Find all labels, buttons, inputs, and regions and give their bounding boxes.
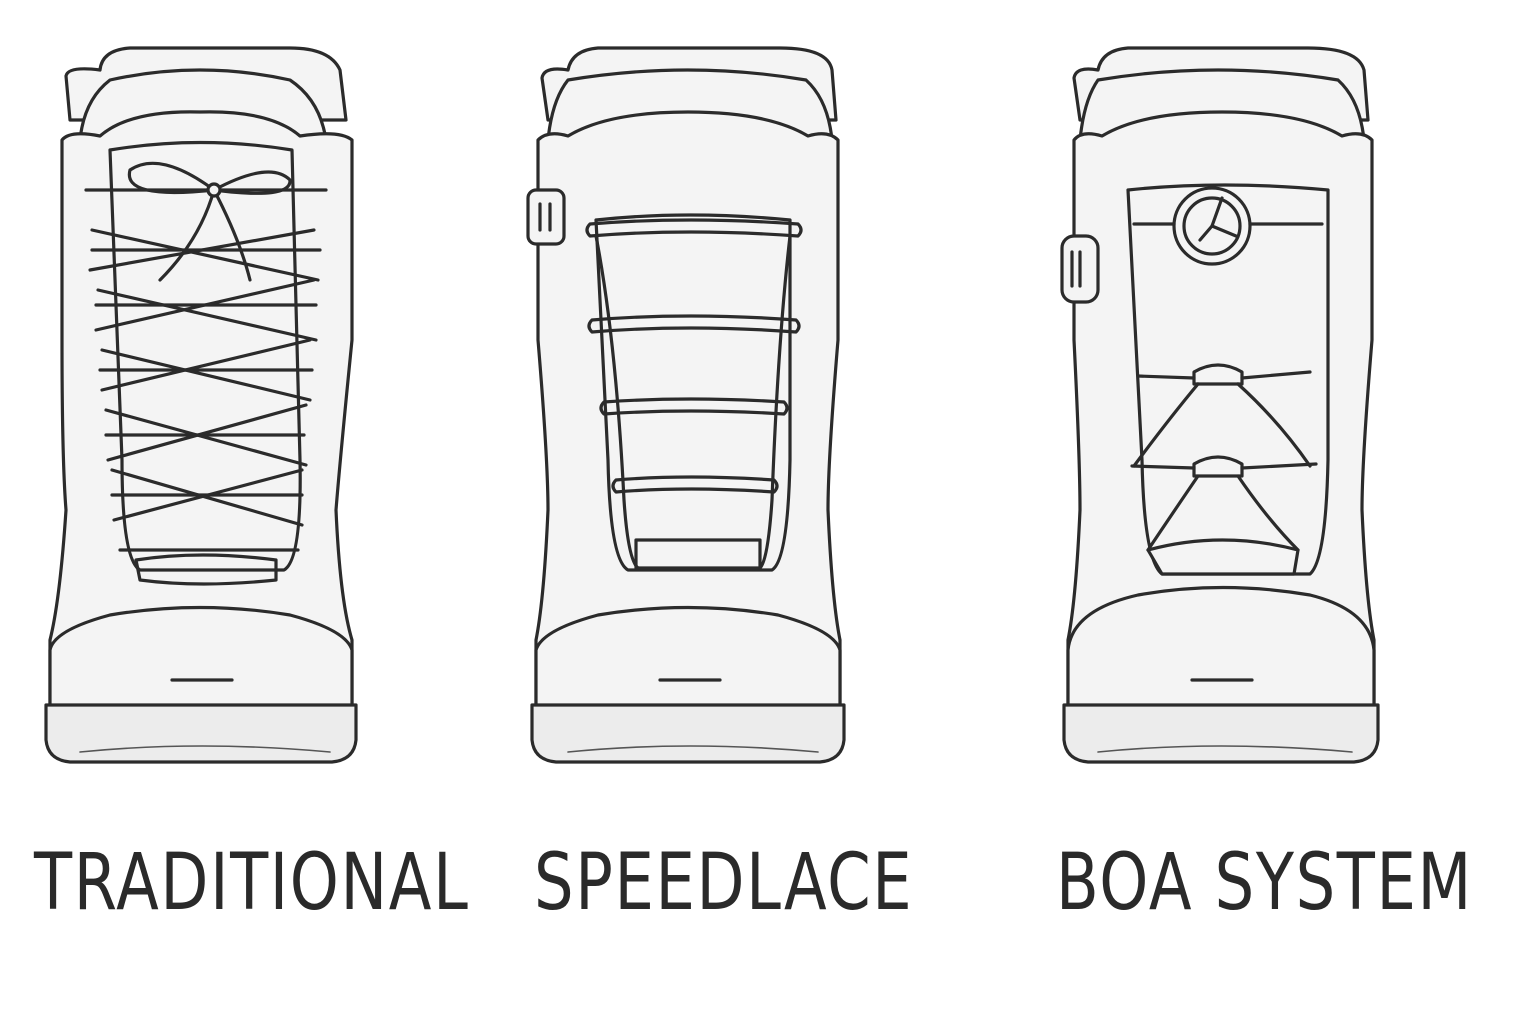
traditional-boot-drawing <box>44 46 358 764</box>
toe-cap <box>534 605 842 722</box>
boa-boot <box>1058 40 1380 780</box>
label-speedlace: SPEEDLACE <box>534 838 914 928</box>
cable-guide-upper <box>1192 363 1244 386</box>
speedlace-boot-drawing <box>526 46 846 764</box>
laces <box>84 188 328 552</box>
sole <box>44 703 358 764</box>
lower-guide-plate <box>1146 538 1300 576</box>
label-traditional: TRADITIONAL <box>34 838 470 928</box>
toe-cap <box>1066 585 1376 722</box>
sole <box>1062 703 1380 764</box>
cable-guide-lower <box>1192 455 1244 478</box>
lace-bow <box>127 161 292 282</box>
label-boa-system: BOA SYSTEM <box>1056 838 1473 928</box>
tongue-panel <box>594 213 792 572</box>
boa-cables <box>1130 370 1318 552</box>
boa-dial-icon <box>1172 186 1252 266</box>
speedlace-boot <box>526 40 848 780</box>
boa-boot-drawing <box>1060 46 1380 764</box>
sole <box>530 703 846 764</box>
toe-cap <box>48 605 354 722</box>
pull-tab <box>526 188 566 246</box>
tongue-panel <box>108 140 302 572</box>
traditional-boot <box>40 40 360 780</box>
speed-laces <box>585 218 803 570</box>
